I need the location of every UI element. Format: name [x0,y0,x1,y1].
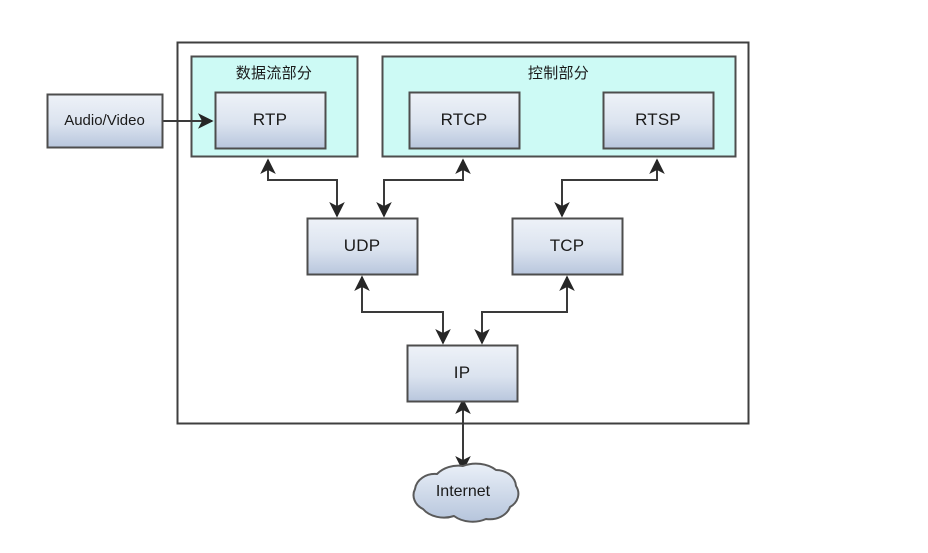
node-rtsp[interactable] [602,91,715,150]
node-tcp[interactable] [511,217,624,276]
node-rtp[interactable] [214,91,327,150]
connector-rtsp-tcp [554,158,665,218]
connector-tcp-ip [474,275,575,345]
node-internet[interactable] [412,462,520,523]
node-audio-video[interactable] [46,93,164,149]
connector-layer [162,113,665,472]
connector-rtp-udp [260,158,345,218]
connector-udp-ip [354,275,451,345]
node-rtcp[interactable] [408,91,521,150]
node-udp[interactable] [306,217,419,276]
node-ip[interactable] [406,344,519,403]
connector-rtcp-udp [376,158,471,218]
